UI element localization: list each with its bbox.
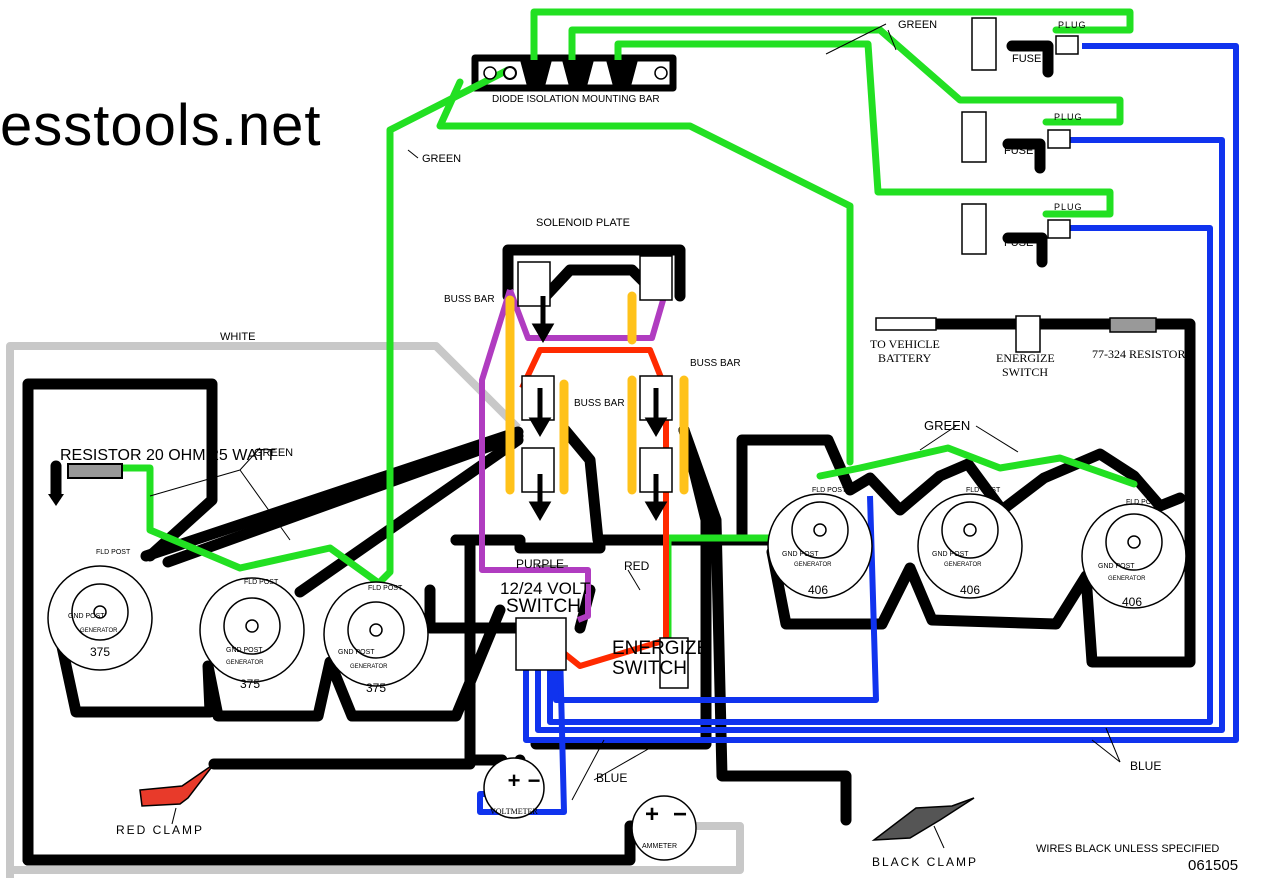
label-gnd-post-1: GND POST [68, 613, 105, 620]
label-375-2: 375 [240, 677, 260, 691]
label-blue-mid: BLUE [596, 771, 627, 785]
label-white: WHITE [220, 331, 255, 343]
label-energize-sw-2: SWITCH [1002, 365, 1048, 379]
label-switch-1224-line1: 12/24 VOLT [500, 579, 590, 598]
label-plug-1: PLUG [1058, 20, 1087, 30]
label-fld-post-4: FLD POST [812, 487, 847, 494]
label-406-2: 406 [960, 583, 980, 597]
label-gnd-post-4: GND POST [782, 551, 819, 558]
ground-arrow [48, 494, 64, 506]
label-resistor: RESISTOR 20 OHM 25 WATT [60, 447, 276, 464]
label-buss-bar-3: BUSS BAR [574, 398, 625, 409]
generators-375 [47, 565, 429, 687]
white-wire [6, 342, 744, 878]
label-406-3: 406 [1122, 595, 1142, 609]
label-red-clamp: RED CLAMP [116, 823, 204, 837]
voltmeter-plus: + [508, 768, 521, 793]
label-fld-post-5: FLD POST [966, 487, 1001, 494]
label-fuse-3: FUSE [1004, 237, 1033, 249]
energize-switch-right [1015, 315, 1041, 353]
label-gnd-post-5: GND POST [932, 551, 969, 558]
leader-lines [149, 23, 1121, 849]
diode-isolation-bar [483, 60, 668, 90]
label-energize-line1: ENERGIZE [612, 638, 709, 659]
label-plug-3: PLUG [1054, 202, 1083, 212]
purple-wire [479, 288, 669, 623]
label-generator-1: GENERATOR [80, 628, 118, 634]
label-solenoid-plate: SOLENOID PLATE [536, 217, 630, 229]
label-to-vehicle-1: TO VEHICLE [870, 337, 940, 351]
energize-switch-center [659, 637, 689, 689]
label-to-vehicle-2: BATTERY [878, 351, 932, 365]
label-375-1: 375 [90, 645, 110, 659]
label-switch-1224-line2: SWITCH [506, 596, 581, 617]
label-gnd-post-3: GND POST [338, 649, 375, 656]
label-ammeter: AMMETER [642, 843, 677, 850]
label-green-resistor: GREEN [254, 447, 293, 459]
label-buss-bar-2: BUSS BAR [690, 358, 741, 369]
black-clamp-icon [871, 797, 975, 841]
label-generator-6: GENERATOR [1108, 576, 1146, 582]
label-blue-right: BLUE [1130, 759, 1161, 773]
label-generator-4: GENERATOR [794, 562, 832, 568]
switch-12-24-volt [515, 617, 567, 671]
label-buss-bar-1: BUSS BAR [444, 294, 495, 305]
label-wires-note: WIRES BLACK UNLESS SPECIFIED [1036, 843, 1219, 855]
blue-wires [477, 43, 1239, 815]
label-fuse-2: FUSE [1004, 145, 1033, 157]
label-red: RED [624, 559, 650, 573]
label-generator-2: GENERATOR [226, 660, 264, 666]
label-green-right: GREEN [924, 418, 970, 433]
label-fuse-1: FUSE [1012, 53, 1041, 65]
resistor-77-324 [1109, 317, 1157, 333]
red-clamp-icon [139, 763, 215, 807]
label-fld-post-3: FLD POST [368, 585, 403, 592]
resistor-20ohm [67, 463, 123, 479]
label-fld-post-1: FLD POST [96, 549, 131, 556]
voltmeter [483, 757, 545, 819]
label-gnd-post-6: GND POST [1098, 563, 1135, 570]
ammeter [631, 795, 697, 861]
label-generator-3: GENERATOR [350, 664, 388, 670]
label-green-left: GREEN [422, 153, 461, 165]
generators-406 [767, 493, 1187, 609]
label-voltmeter: VOLTMETER [490, 807, 538, 816]
solenoid-plate [517, 255, 673, 493]
label-gnd-post-2: GND POST [226, 647, 263, 654]
label-diode-bar: DIODE ISOLATION MOUNTING BAR [492, 94, 660, 105]
buss-bars [505, 291, 689, 495]
voltage-controls [961, 17, 1079, 255]
solenoid-arrows [528, 296, 668, 521]
voltmeter-minus: − [528, 768, 541, 793]
label-energize-sw-1: ENERGIZE [996, 351, 1055, 365]
ammeter-minus: − [673, 801, 687, 828]
battery-connector [875, 317, 937, 331]
label-resistor-77: 77-324 RESISTOR [1092, 347, 1185, 361]
label-code: 061505 [1188, 857, 1238, 874]
label-fld-post-6: FLD POST [1126, 499, 1161, 506]
label-energize-line2: SWITCH [612, 658, 687, 679]
label-406-1: 406 [808, 583, 828, 597]
label-black-clamp: BLACK CLAMP [872, 855, 978, 869]
label-fld-post-2: FLD POST [244, 579, 279, 586]
label-generator-5: GENERATOR [944, 562, 982, 568]
label-375-3: 375 [366, 681, 386, 695]
label-green-top: GREEN [898, 19, 937, 31]
label-plug-2: PLUG [1054, 112, 1083, 122]
label-purple: PURPLE [516, 557, 564, 571]
ammeter-plus: + [645, 801, 659, 828]
watermark-text: esstools.net [0, 93, 322, 158]
